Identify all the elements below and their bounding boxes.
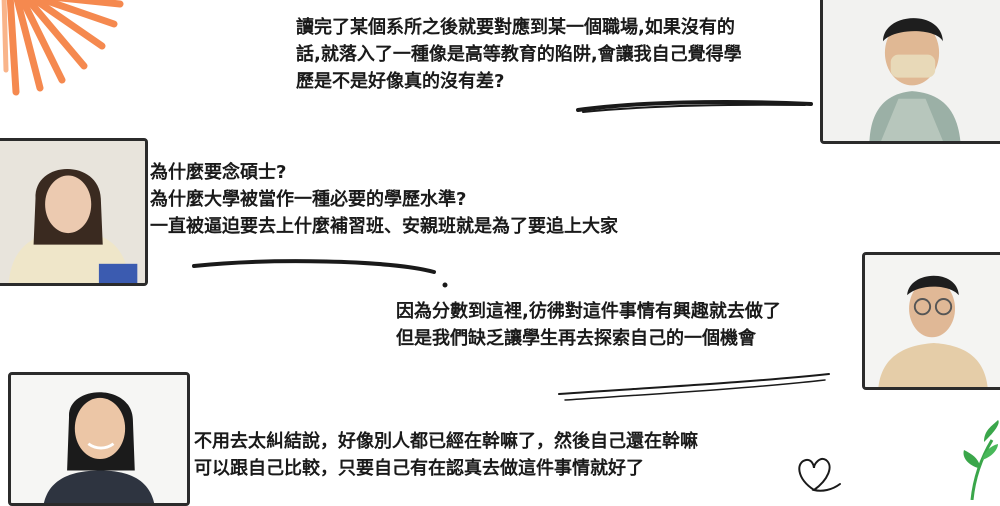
quote-line: 讀完了某個系所之後就要對應到某一個職場,如果沒有的: [296, 17, 735, 38]
speaker-photo-3: [862, 252, 1000, 390]
speaker-photo-1: [820, 0, 1000, 144]
quote-3: 因為分數到這裡,彷彿對這件事情有興趣就去做了 但是我們缺乏讓學生再去探索自己的一…: [396, 298, 781, 352]
quote-line: 為什麼要念碩士?: [150, 162, 287, 183]
sun-rays-decoration: [1, 0, 124, 96]
quote-line: 因為分數到這裡,彷彿對這件事情有興趣就去做了: [396, 301, 781, 322]
quote-line: 為什麼大學被當作一種必要的學歷水準?: [150, 189, 467, 210]
quote-1: 讀完了某個系所之後就要對應到某一個職場,如果沒有的 話,就落入了一種像是高等教育…: [296, 14, 742, 95]
quote-line: 話,就落入了一種像是高等教育的陷阱,會讓我自己覺得學: [296, 44, 742, 65]
quote-line: 可以跟自己比較，只要自己有在認真去做這件事情就好了: [194, 458, 644, 479]
quote-4: 不用去太糾結說，好像別人都已經在幹嘛了，然後自己還在幹嘛 可以跟自己比較，只要自…: [194, 428, 698, 482]
quote-line: 歷是不是好像真的沒有差?: [296, 71, 505, 92]
leaf-decoration-icon: [963, 420, 999, 500]
brush-stroke-underline: [576, 100, 813, 113]
brush-stroke-underline: [192, 259, 448, 288]
speaker-photo-4: [8, 372, 190, 506]
heart-doodle-icon: [798, 458, 841, 492]
quote-line: 不用去太糾結說，好像別人都已經在幹嘛了，然後自己還在幹嘛: [194, 431, 698, 452]
speaker-photo-2: [0, 138, 148, 286]
quote-line: 但是我們缺乏讓學生再去探索自己的一個機會: [396, 328, 756, 349]
quote-line: 一直被逼迫要去上什麼補習班、安親班就是為了要追上大家: [150, 216, 618, 237]
quote-2: 為什麼要念碩士? 為什麼大學被當作一種必要的學歷水準? 一直被逼迫要去上什麼補習…: [150, 159, 618, 240]
brush-stroke-underline: [558, 373, 830, 401]
